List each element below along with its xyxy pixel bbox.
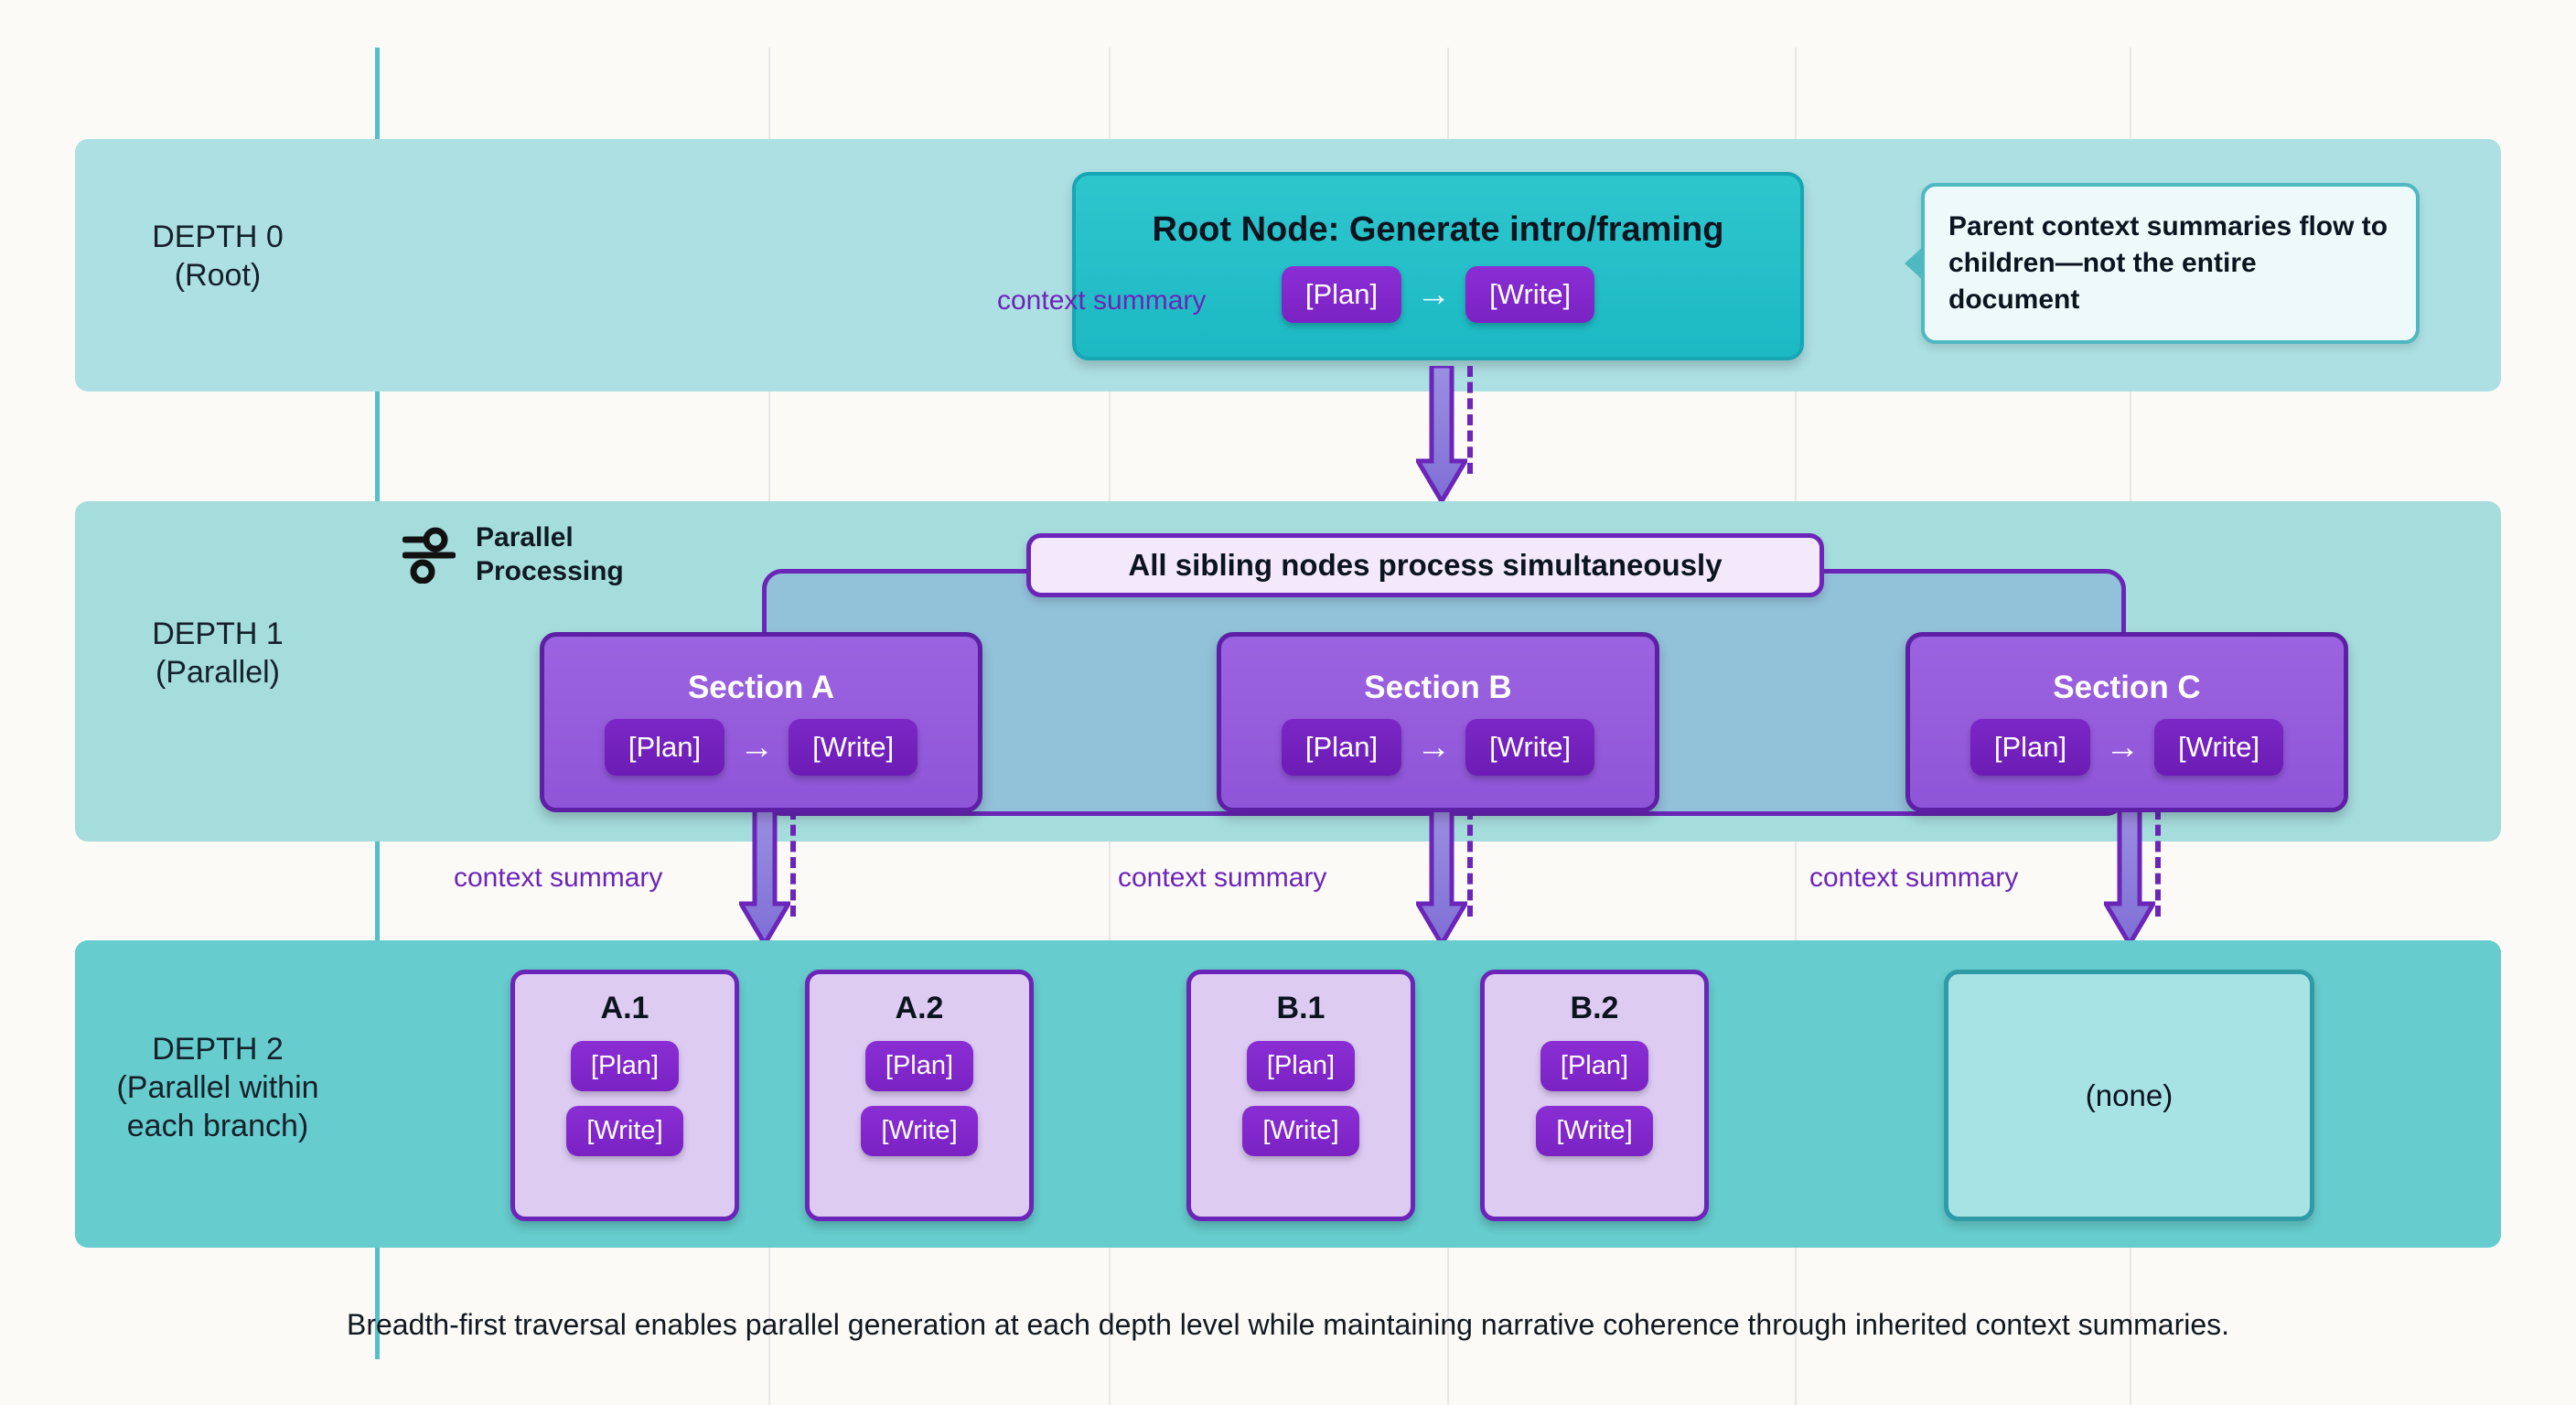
section-a-write-chip[interactable]: [Write]: [789, 718, 918, 776]
callout-text: Parent context summaries flow to childre…: [1948, 211, 2388, 315]
leaf-a1-plan-chip[interactable]: [Plan]: [570, 1041, 680, 1091]
context-arrow-root: [1416, 366, 1467, 503]
arrow-right-icon: →: [2105, 727, 2141, 767]
depth-0-label-line1: DEPTH 0: [152, 220, 284, 254]
parallel-legend-line2: Processing: [476, 555, 624, 586]
root-write-chip[interactable]: [Write]: [1465, 265, 1595, 323]
parallel-processing-legend: Parallel Processing: [402, 521, 624, 588]
context-dashed-root: [1467, 366, 1473, 474]
section-node-b[interactable]: Section B [Plan] → [Write]: [1217, 632, 1659, 812]
depth-0-label-line2: (Root): [174, 258, 262, 294]
section-c-plan-chip[interactable]: [Plan]: [1970, 718, 2091, 776]
root-plan-chip[interactable]: [Plan]: [1281, 265, 1402, 323]
section-b-stages: [Plan] → [Write]: [1281, 718, 1595, 776]
leaf-a2-write-chip[interactable]: [Write]: [861, 1106, 978, 1156]
edge-label-a: context summary: [454, 863, 663, 893]
figure-caption: Breadth-first traversal enables parallel…: [346, 1308, 2230, 1341]
edge-label-b: context summary: [1118, 863, 1327, 893]
root-node[interactable]: Root Node: Generate intro/framing [Plan]…: [1072, 172, 1804, 360]
depth-0-label: DEPTH 0 (Root): [80, 218, 355, 295]
arrow-right-icon: →: [1416, 727, 1452, 767]
parallel-processing-label: Parallel Processing: [476, 521, 624, 588]
arrow-right-icon: →: [1416, 274, 1452, 314]
depth-1-label: DEPTH 1 (Parallel): [80, 615, 355, 692]
section-a-title: Section A: [687, 669, 835, 705]
context-dashed-a: [790, 809, 796, 917]
context-dashed-b: [1467, 809, 1473, 917]
edge-label-c: context summary: [1809, 863, 2019, 893]
context-arrow-c: [2104, 809, 2155, 946]
callout-note: Parent context summaries flow to childre…: [1905, 183, 2420, 344]
section-c-write-chip[interactable]: [Write]: [2154, 718, 2284, 776]
section-a-stages: [Plan] → [Write]: [604, 718, 918, 776]
leaf-b2-write-chip[interactable]: [Write]: [1536, 1106, 1653, 1156]
section-b-plan-chip[interactable]: [Plan]: [1281, 718, 1402, 776]
callout-tail-icon: [1905, 245, 1925, 282]
depth-1-label-line1: DEPTH 1: [152, 617, 284, 651]
leaf-b1-title: B.1: [1276, 991, 1326, 1025]
section-b-write-chip[interactable]: [Write]: [1465, 718, 1595, 776]
leaf-b2-plan-chip[interactable]: [Plan]: [1540, 1041, 1649, 1091]
leaf-node-a1[interactable]: A.1 [Plan] [Write]: [510, 970, 739, 1221]
section-node-c[interactable]: Section C [Plan] → [Write]: [1905, 632, 2348, 812]
section-c-stages: [Plan] → [Write]: [1970, 718, 2284, 776]
edge-label-root: context summary: [997, 285, 1207, 316]
parallel-legend-line1: Parallel: [476, 522, 574, 552]
leaf-node-none: (none): [1944, 970, 2314, 1221]
context-arrow-b: [1416, 809, 1467, 946]
depth-2-label-line3: each branch): [126, 1109, 309, 1144]
section-c-title: Section C: [2053, 669, 2201, 705]
section-a-plan-chip[interactable]: [Plan]: [604, 718, 725, 776]
context-dashed-c: [2155, 809, 2161, 917]
depth-2-label: DEPTH 2 (Parallel within each branch): [80, 1030, 355, 1145]
depth-2-label-line1: DEPTH 2: [152, 1032, 284, 1067]
arrow-right-icon: →: [739, 727, 775, 767]
sibling-banner: All sibling nodes process simultaneously: [1026, 533, 1824, 597]
section-b-title: Section B: [1364, 669, 1512, 705]
empty-leaf-text: (none): [2085, 1078, 2174, 1112]
leaf-b2-title: B.2: [1570, 991, 1619, 1025]
leaf-a2-title: A.2: [895, 991, 944, 1025]
root-node-title: Root Node: Generate intro/framing: [1152, 209, 1724, 249]
root-node-stages: [Plan] → [Write]: [1281, 265, 1595, 323]
section-node-a[interactable]: Section A [Plan] → [Write]: [540, 632, 982, 812]
leaf-a1-title: A.1: [600, 991, 649, 1025]
leaf-b1-write-chip[interactable]: [Write]: [1242, 1106, 1359, 1156]
leaf-a2-plan-chip[interactable]: [Plan]: [864, 1041, 974, 1091]
depth-2-label-line2: (Parallel within: [116, 1070, 319, 1106]
context-arrow-a: [739, 809, 790, 946]
leaf-a1-write-chip[interactable]: [Write]: [566, 1106, 683, 1156]
sibling-banner-text: All sibling nodes process simultaneously: [1128, 548, 1723, 582]
leaf-b1-plan-chip[interactable]: [Plan]: [1246, 1041, 1356, 1091]
leaf-node-b1[interactable]: B.1 [Plan] [Write]: [1186, 970, 1415, 1221]
leaf-node-a2[interactable]: A.2 [Plan] [Write]: [805, 970, 1034, 1221]
sliders-icon: [402, 527, 456, 584]
leaf-node-b2[interactable]: B.2 [Plan] [Write]: [1480, 970, 1709, 1221]
depth-1-label-line2: (Parallel): [155, 655, 281, 691]
